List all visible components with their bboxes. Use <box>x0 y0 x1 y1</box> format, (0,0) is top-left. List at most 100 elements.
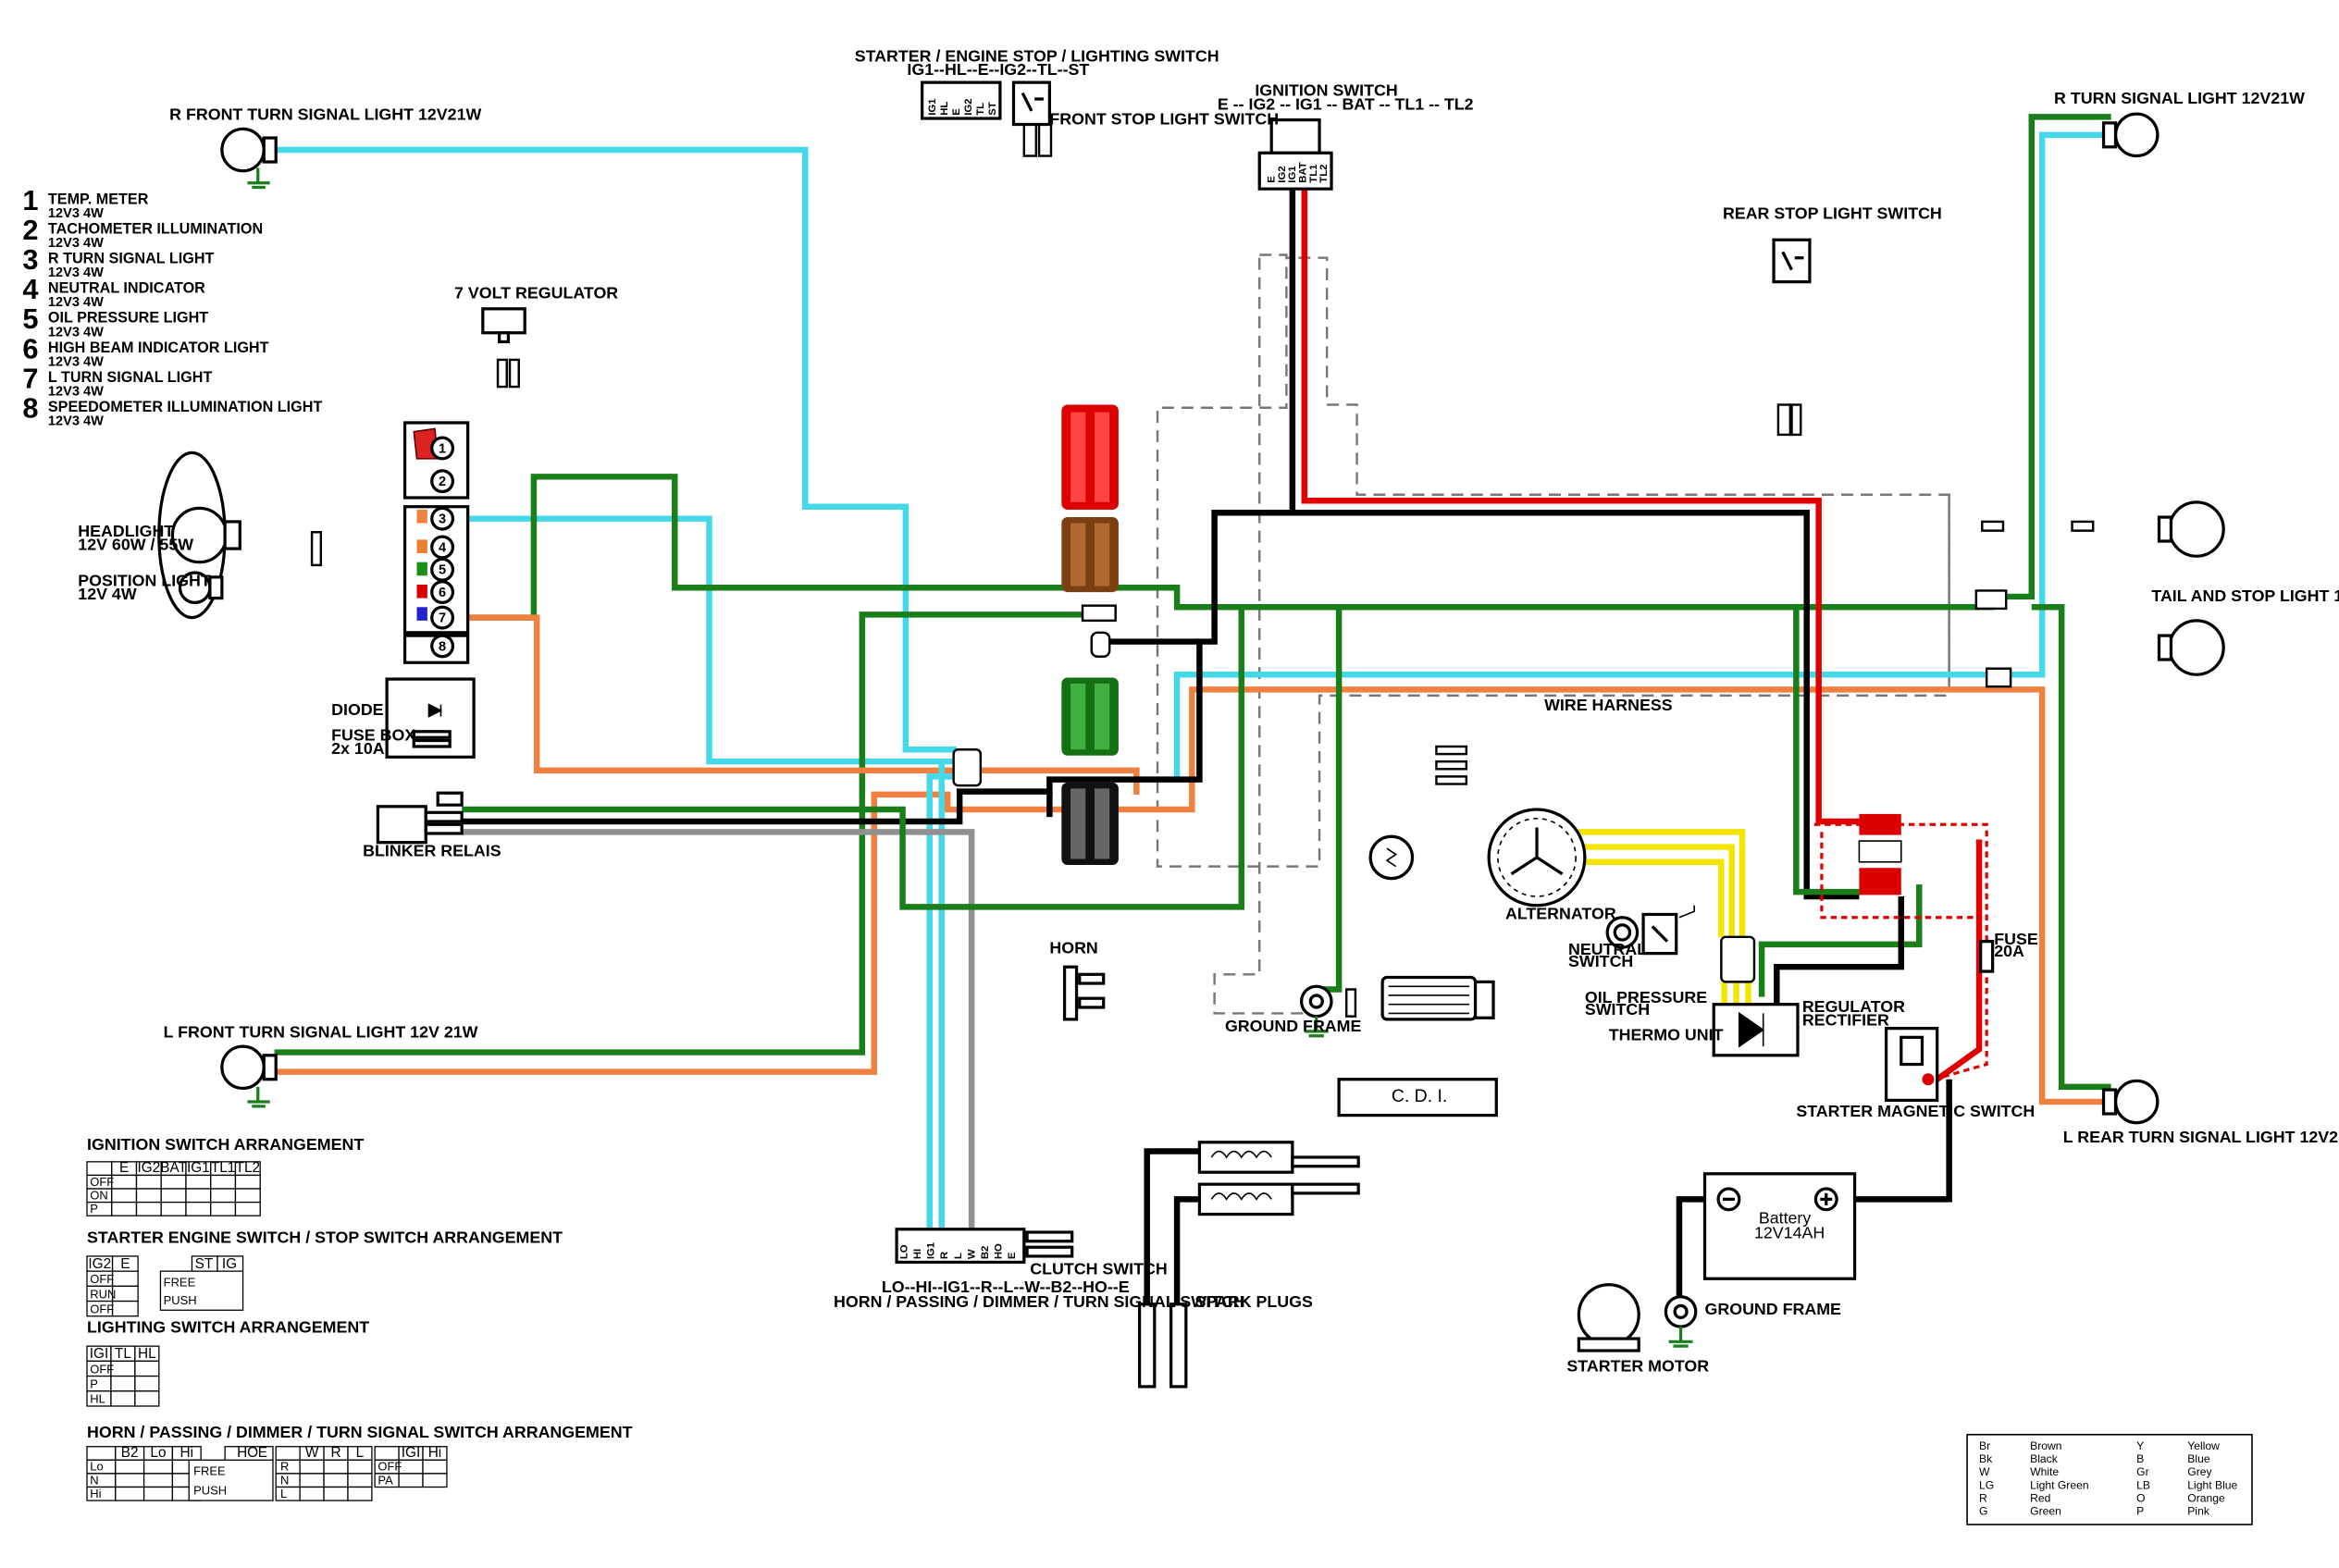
horn-switch-title: HORN / PASSING / DIMMER / TURN SIGNAL SW… <box>834 1292 1245 1311</box>
pin-label: TL <box>975 103 986 116</box>
legend-item-spec: 12V3 4W <box>48 414 104 429</box>
clutch-switch-label: CLUTCH SWITCH <box>1030 1259 1167 1278</box>
fuse-20a <box>1979 940 1995 973</box>
table-row-label: N <box>90 1473 98 1487</box>
svg-text:8: 8 <box>439 639 446 654</box>
alternator <box>1487 808 1587 907</box>
color-code-name: Blue <box>2187 1452 2210 1465</box>
table-header: TL1 <box>211 1160 236 1176</box>
diode-fuse-box <box>385 677 476 759</box>
legend-item-name: TACHOMETER ILLUMINATION <box>48 220 263 237</box>
table-header: TL <box>115 1346 131 1362</box>
color-code-name: Black <box>2030 1452 2059 1465</box>
table-header: Hi <box>428 1445 442 1461</box>
lighting-table-title: LIGHTING SWITCH ARRANGEMENT <box>87 1318 369 1337</box>
oil-pressure-label-2: SWITCH <box>1585 1000 1650 1019</box>
svg-text:7: 7 <box>439 611 446 625</box>
wire-g-cluster <box>460 474 1995 621</box>
connector-brown <box>1061 517 1119 593</box>
table-header: ST <box>195 1256 214 1272</box>
color-code-name: Brown <box>2030 1439 2061 1452</box>
color-code-abbr: G <box>1979 1504 1987 1517</box>
instrument-cluster: 123 456 78 <box>402 421 470 664</box>
wire-lb-r-front <box>274 146 957 753</box>
fuse-box-spec: 2x 10A <box>331 739 385 758</box>
ground-frame-label: GROUND FRAME <box>1225 1017 1362 1035</box>
table-row-label: R <box>280 1460 289 1474</box>
blinker-relais-label: BLINKER RELAIS <box>363 841 501 859</box>
pin-label: L <box>953 1253 964 1259</box>
table-row-label: P <box>90 1202 98 1216</box>
table-cell: FREE <box>164 1275 196 1289</box>
fuse-label: FUSE <box>1994 930 2038 948</box>
table-row-label: OFF <box>90 1272 114 1286</box>
legend-number: 3 <box>22 243 38 276</box>
legend-item-spec: 12V3 4W <box>48 354 104 369</box>
connector-red <box>1061 404 1119 510</box>
table-cell: PUSH <box>193 1484 227 1498</box>
alternator-label: ALTERNATOR <box>1505 904 1616 922</box>
dashed-harness-outline <box>1156 253 1950 1015</box>
table-header: R <box>330 1445 340 1461</box>
color-code-name: Light Blue <box>2187 1478 2237 1491</box>
connector-blocks <box>1061 404 1902 895</box>
pin-label: E <box>1266 176 1277 183</box>
front-stop-light-switch-label: FRONT STOP LIGHT SWITCH <box>1049 109 1279 128</box>
color-code-name: White <box>2030 1465 2059 1478</box>
legend-item-name: R TURN SIGNAL LIGHT <box>48 251 215 267</box>
table-header: W <box>305 1445 319 1461</box>
table-row-label: N <box>280 1473 289 1487</box>
color-code-abbr: Gr <box>2136 1465 2148 1478</box>
headlight-spec: 12V 60W / 55W <box>78 536 193 554</box>
starter-switch <box>921 80 1051 127</box>
color-code-abbr: R <box>1979 1491 1987 1504</box>
legend-item-spec: 12V3 4W <box>48 236 104 251</box>
pin-label: IG2 <box>963 99 974 116</box>
table-row-label: OFF <box>377 1460 402 1474</box>
table-header: E <box>119 1160 129 1176</box>
table-header: IG <box>222 1256 237 1272</box>
legend-item-spec: 12V3 4W <box>48 265 104 280</box>
table-row-label: PA <box>377 1473 393 1487</box>
legend-item-spec: 12V3 4W <box>48 384 104 399</box>
table-header: B2 <box>121 1445 139 1461</box>
table-header: IG1 <box>187 1160 210 1176</box>
starter-motor-label: STARTER MOTOR <box>1566 1357 1709 1376</box>
pin-label: IG2 <box>1277 166 1288 182</box>
battery-spec: 12V14AH <box>1754 1223 1825 1241</box>
legend-item-name: NEUTRAL INDICATOR <box>48 280 205 297</box>
table-header: E <box>120 1256 130 1272</box>
starter-switch-title: STARTER / ENGINE STOP / LIGHTING SWITCH <box>855 46 1219 65</box>
battery <box>1702 1172 1857 1280</box>
svg-text:2: 2 <box>439 475 446 489</box>
pin-label: TL1 <box>1308 165 1319 183</box>
cdi-label: C. D. I. <box>1392 1086 1447 1106</box>
r-front-turn-bulb <box>220 127 278 190</box>
l-front-turn-bulb <box>220 1044 278 1108</box>
color-code-abbr: O <box>2136 1491 2145 1504</box>
fuse-spec: 20A <box>1994 942 2024 960</box>
ground-frame-2-label: GROUND FRAME <box>1705 1300 1842 1318</box>
color-code-name: Red <box>2030 1491 2050 1504</box>
legend-item-spec: 12V3 4W <box>48 206 104 221</box>
legend-item-spec: 12V3 4W <box>48 295 104 310</box>
table-header: IG2 <box>88 1256 111 1272</box>
blinker-relais <box>376 791 464 845</box>
color-code-name: Orange <box>2187 1491 2225 1504</box>
color-code-abbr: P <box>2136 1504 2144 1517</box>
legend-item-name: L TURN SIGNAL LIGHT <box>48 369 213 386</box>
table-row-label: Hi <box>90 1487 101 1500</box>
wire-lb-cluster <box>460 515 957 765</box>
l-rear-turn-bulb <box>2101 1079 2160 1125</box>
position-light-label: POSITION LIGHT <box>78 572 211 590</box>
color-code-abbr: B <box>2136 1452 2144 1465</box>
pin-label: LO <box>898 1244 910 1259</box>
connector-black <box>1061 782 1119 866</box>
color-code-name: Grey <box>2187 1465 2212 1478</box>
tail-stop-lights <box>2157 500 2225 676</box>
horn-label: HORN <box>1049 939 1097 957</box>
wire-gr <box>462 829 975 1229</box>
pin-label: IG1 <box>926 1242 937 1259</box>
